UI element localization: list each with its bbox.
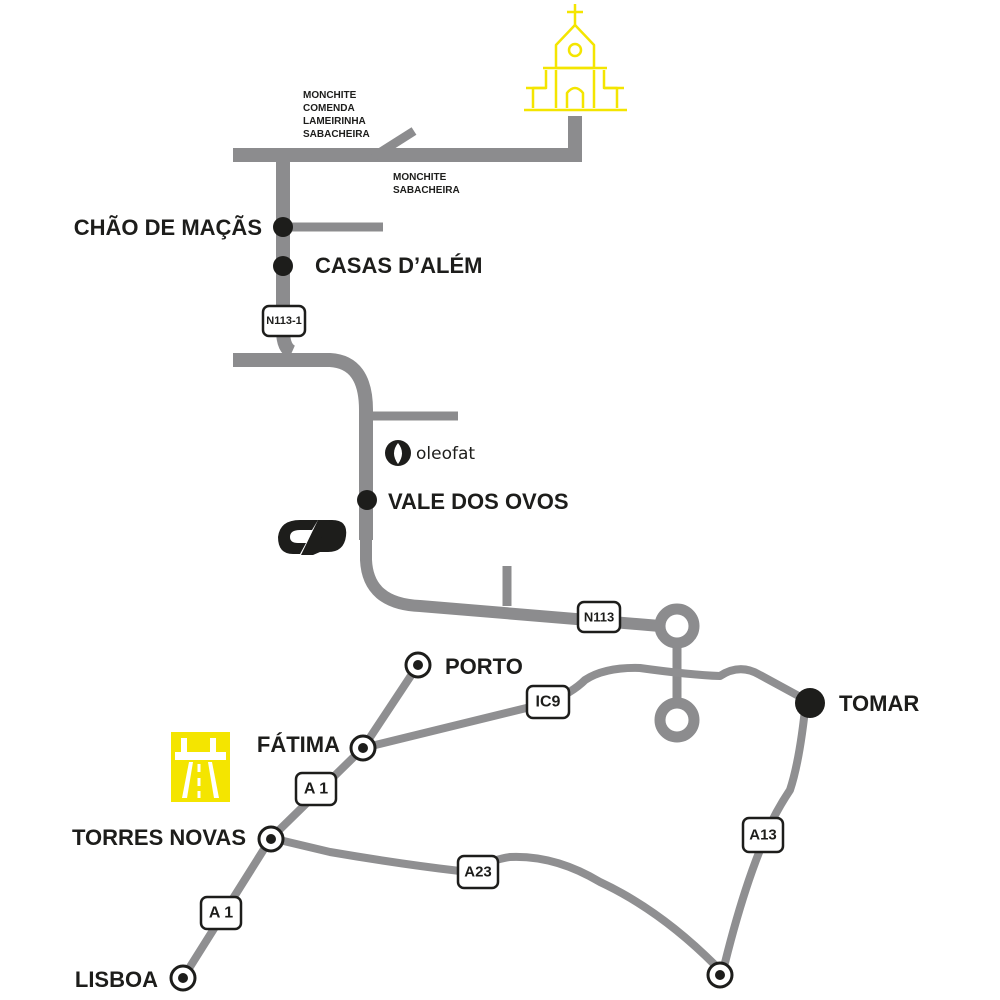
label-porto: PORTO: [445, 654, 523, 679]
marker-torres-novas: [257, 825, 285, 853]
oleofat-brand-text: oleofat: [416, 444, 475, 464]
direction-label-top-left: MONCHITE COMENDA LAMEIRINHA SABACHEIRA: [303, 90, 370, 140]
road-ic9: [362, 663, 808, 752]
marker-lisboa: [169, 964, 197, 992]
road-shields: N113-1 N113 IC9 A 1 A 1 A23 A13: [199, 304, 785, 931]
svg-text:IC9: IC9: [536, 694, 561, 711]
direction-line: MONCHITE: [393, 172, 447, 183]
marker-fatima: [349, 734, 377, 762]
label-chao-de-macas: CHÃO DE MAÇÃS: [74, 215, 262, 240]
marker-porto: [404, 651, 432, 679]
dot-tomar: [795, 688, 825, 718]
shield-a13: A13: [741, 816, 785, 854]
svg-text:A23: A23: [464, 864, 492, 881]
dot-chao-de-macas: [273, 217, 293, 237]
shield-n113-1: N113-1: [261, 304, 307, 338]
place-labels: CHÃO DE MAÇÃS CASAS D’ALÉM VALE DOS OVOS…: [72, 215, 919, 992]
direction-line: SABACHEIRA: [303, 129, 370, 140]
label-tomar: TOMAR: [839, 691, 919, 716]
road-porto-fatima: [359, 662, 422, 751]
direction-label-top-right: MONCHITE SABACHEIRA: [393, 172, 460, 196]
church-icon: [524, 4, 627, 112]
direction-line: MONCHITE: [303, 90, 357, 101]
motorway-sign-icon: [171, 732, 230, 802]
label-torres-novas: TORRES NOVAS: [72, 825, 246, 850]
roundabouts: [654, 603, 700, 743]
label-fatima: FÁTIMA: [257, 732, 340, 757]
road-a23: [270, 834, 718, 968]
road-horizontal-mid: [233, 353, 373, 540]
highway-network: [179, 662, 810, 981]
cp-rail-logo-icon: [278, 520, 347, 555]
dot-casas-d-alem: [273, 256, 293, 276]
village-markers: [273, 217, 825, 718]
label-lisboa: LISBOA: [75, 967, 158, 992]
roundabout-upper: [654, 603, 700, 649]
dot-vale-dos-ovos: [357, 490, 377, 510]
direction-line: LAMEIRINHA: [303, 116, 366, 127]
svg-text:N113: N113: [584, 610, 614, 625]
label-casas-d-alem: CASAS D’ALÉM: [315, 253, 482, 278]
svg-text:A13: A13: [749, 827, 777, 844]
city-markers: [169, 651, 734, 992]
direction-line: SABACHEIRA: [393, 185, 460, 196]
svg-text:N113-1: N113-1: [266, 315, 301, 327]
svg-text:A 1: A 1: [304, 781, 328, 798]
svg-text:A 1: A 1: [209, 905, 233, 922]
oleofat-logo-icon: oleofat: [385, 440, 475, 466]
direction-line: COMENDA: [303, 103, 355, 114]
shield-a1-upper: A 1: [294, 771, 338, 807]
label-vale-dos-ovos: VALE DOS OVOS: [388, 489, 569, 514]
road-n113: [360, 540, 661, 632]
shield-a23: A23: [456, 854, 500, 890]
marker-a13-a23-junction: [706, 961, 734, 989]
roundabout-lower: [654, 697, 700, 743]
shield-a1-lower: A 1: [199, 895, 243, 931]
shield-n113: N113: [576, 600, 622, 634]
shield-ic9: IC9: [525, 684, 571, 720]
road-diagonal-branch: [370, 127, 417, 161]
